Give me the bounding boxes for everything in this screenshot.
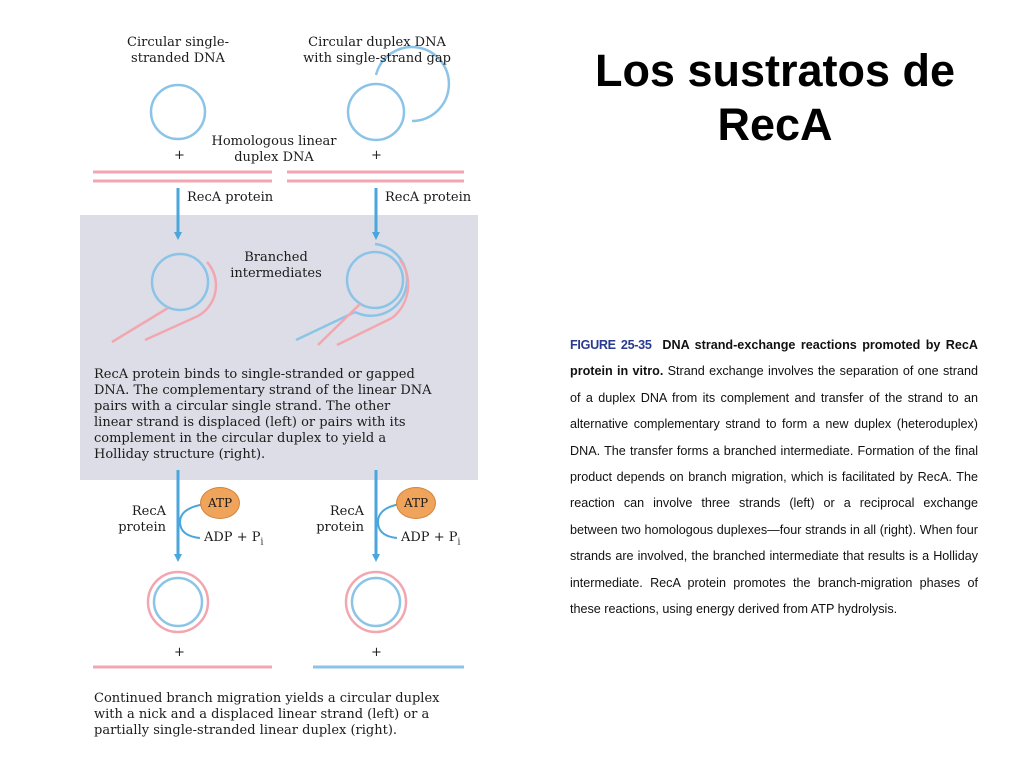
linear-duplex-right [287,172,464,181]
figure-number: FIGURE 25-35 [570,338,652,352]
middle-paragraph: RecA protein binds to single-stranded or… [94,367,474,463]
adp-text: ADP + P [204,530,260,545]
label-reca-left: RecA protein [187,190,273,206]
product-duplex-left [148,572,208,632]
figure-caption-body: Strand exchange involves the separation … [570,364,978,616]
adp-pi-left: ADP + Pi [204,530,263,548]
plus-right-bottom: + [371,645,382,660]
bottom-paragraph: Continued branch migration yields a circ… [94,691,474,739]
branched-intermediate-left [112,254,216,342]
label-reca-stack-right: RecA protein [310,504,364,536]
atp-badge-left: ATP [200,487,240,519]
plus-left-bottom: + [174,645,185,660]
label-homologous-duplex: Homologous linear duplex DNA [204,134,344,166]
slide-title: Los sustratos de RecA [555,44,995,152]
adp-subscript: i [260,538,263,548]
label-reca-right: RecA protein [385,190,471,206]
adp-pi-right: ADP + Pi [401,530,460,548]
label-branched-intermediates: Branched intermediates [220,250,332,282]
adp-subscript: i [457,538,460,548]
plus-right-top: + [371,148,382,163]
linear-duplex-left [93,172,272,181]
adp-text: ADP + P [401,530,457,545]
figure-caption: FIGURE 25-35 DNA strand-exchange reactio… [570,332,978,622]
label-circular-single: Circular single- stranded DNA [112,35,244,67]
label-circular-duplex: Circular duplex DNA with single-strand g… [292,35,462,67]
label-reca-stack-left: RecA protein [112,504,166,536]
plus-left-top: + [174,148,185,163]
atp-badge-right: ATP [396,487,436,519]
circular-ssdna [151,85,205,139]
product-duplex-right [346,572,406,632]
